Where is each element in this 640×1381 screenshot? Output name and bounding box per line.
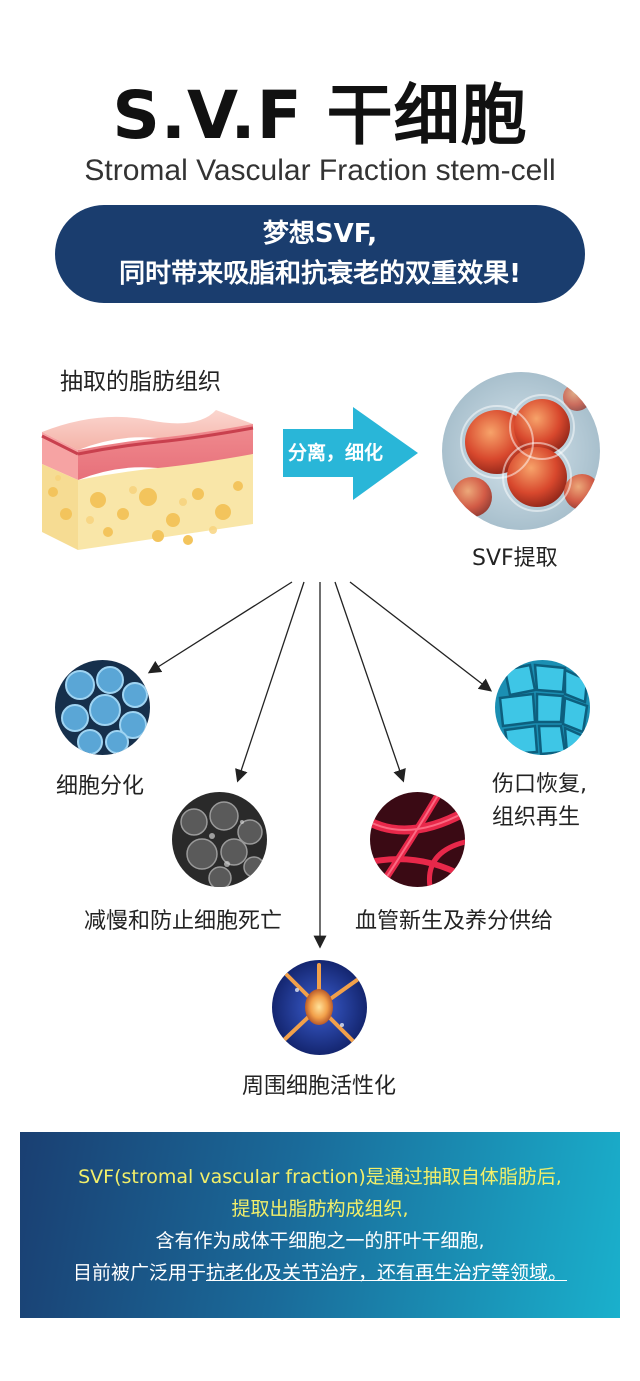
tissue-label: 抽取的脂肪组织 [60,369,221,395]
cell-death-prevention-label: 减慢和防止细胞死亡 [84,909,283,934]
banner-line-1: 梦想SVF, [262,219,378,249]
angiogenesis-image [370,792,465,887]
info-line-4-prefix: 目前被广泛用于 [72,1262,206,1284]
page-title: S.V.F 干细胞 [112,77,528,154]
info-line-1: SVF(stromal vascular fraction)是通过抽取自体脂肪后… [78,1166,562,1188]
cell-death-prevention-image [172,792,267,887]
cell-differentiation-label: 细胞分化 [56,774,145,799]
info-panel: SVF(stromal vascular fraction)是通过抽取自体脂肪后… [20,1132,620,1318]
peripheral-cell-activation-label: 周围细胞活性化 [242,1074,397,1099]
separation-arrow-icon [283,407,418,500]
info-line-4: 目前被广泛用于抗老化及关节治疗，还有再生治疗等领域。 [20,1257,620,1289]
svf-extract-label: SVF提取 [472,546,558,571]
page-subtitle: Stromal Vascular Fraction stem-cell [84,154,556,187]
headline-banner: 梦想SVF, 同时带来吸脂和抗衰老的双重效果! [55,205,585,303]
arrow-label: 分离，细化 [288,442,384,464]
peripheral-cell-activation-image [272,960,367,1055]
banner-line-2: 同时带来吸脂和抗衰老的双重效果! [119,259,521,289]
angiogenesis-label: 血管新生及养分供给 [355,909,554,934]
cell-differentiation-image [55,660,150,755]
info-line-3: 含有作为成体干细胞之一的肝叶干细胞, [155,1230,485,1252]
wound-recovery-line-1: 伤口恢复, [492,772,587,797]
svf-cells-image [442,372,600,530]
wound-recovery-line-2: 组织再生 [492,805,581,830]
info-line-4-underlined: 抗老化及关节治疗，还有再生治疗等领域。 [206,1262,568,1284]
fat-tissue-illustration [41,410,254,550]
effect-arrows [147,581,493,949]
tissue-regeneration-image [495,660,590,755]
wound-recovery-label: 伤口恢复, 组织再生 [492,768,587,834]
info-line-2: 提取出脂肪构成组织, [231,1198,409,1220]
